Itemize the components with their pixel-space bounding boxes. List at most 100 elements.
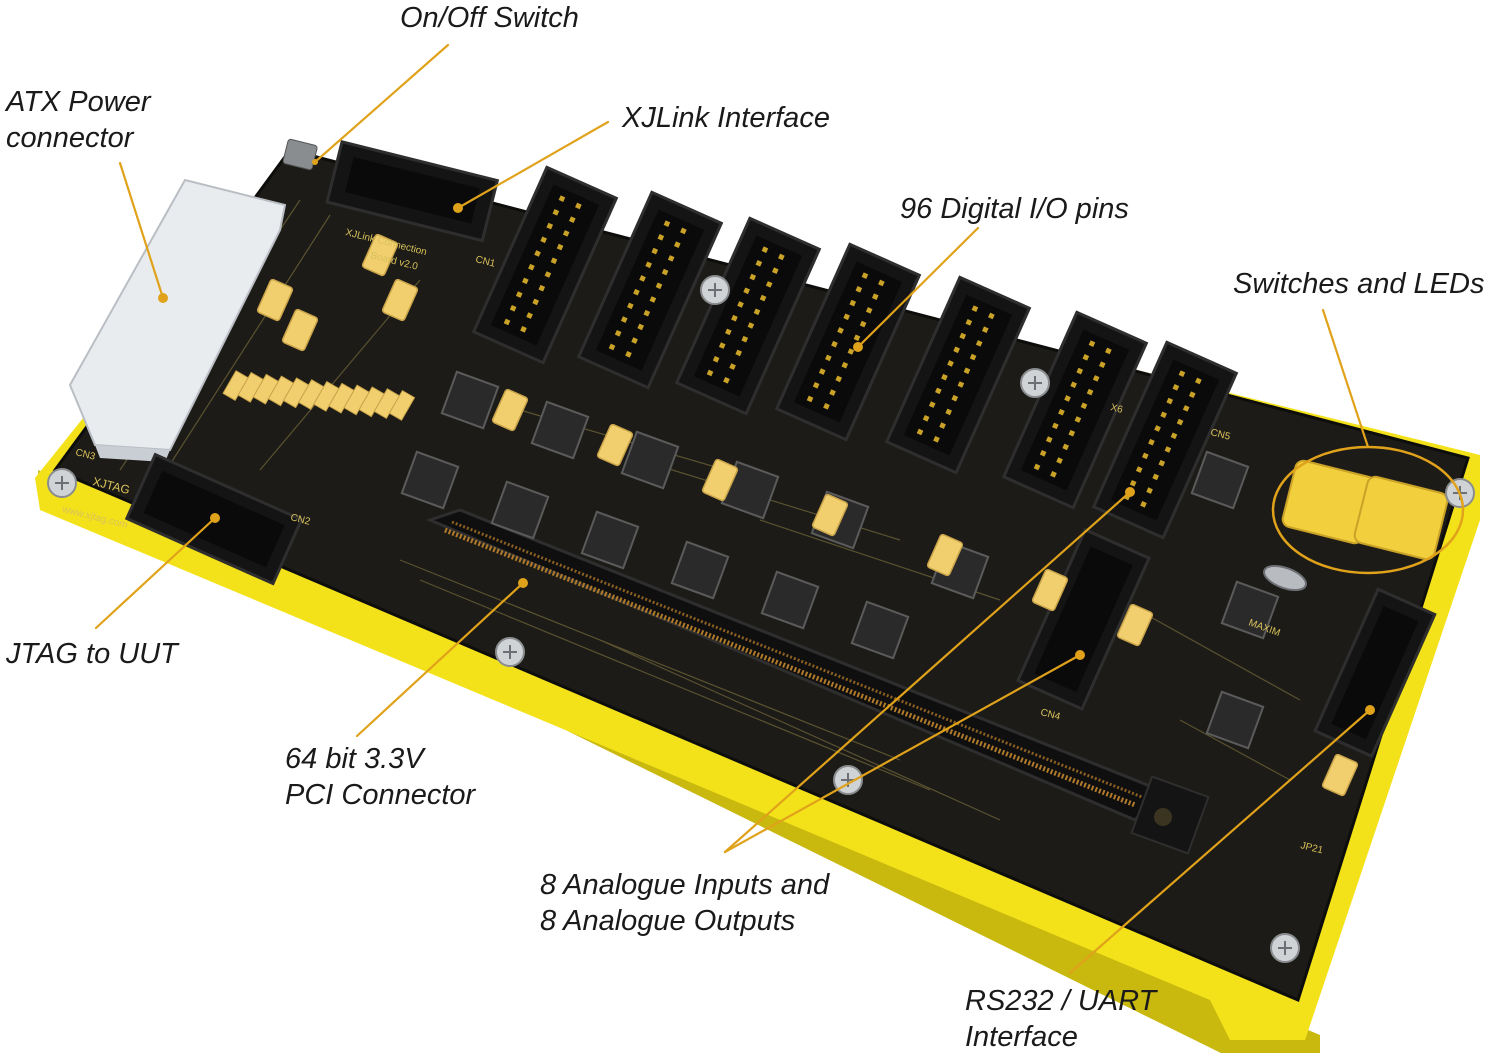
ic-chip [670,540,730,600]
silk-cn5: CN5 [1209,427,1231,443]
header-pin [538,284,546,292]
header-pin [532,298,539,306]
header-pin [747,322,755,329]
screw-slot [708,283,722,297]
header-pin [718,342,726,349]
header-pin [1082,354,1090,361]
leader-digital-io [856,226,980,349]
header-pin [988,312,995,320]
header-pin [663,220,671,227]
header-pin [1152,473,1159,481]
screw-slot [55,476,69,490]
header-pin [680,227,687,235]
header-pin [823,403,830,410]
header-pin [843,313,850,321]
label-line: Switches and LEDs [1233,268,1485,300]
header-pin [835,375,842,383]
ic-chip [440,370,500,430]
header-pin [503,318,511,326]
header-pin [825,354,832,362]
label-atx-power: ATX Power connector [6,84,151,156]
label-analogue: 8 Analogue Inputs and 8 Analogue Outputs [540,867,829,939]
header-pin [945,408,952,416]
header-pin [627,302,634,310]
mounting-screws [47,275,1475,963]
header-pin [743,287,750,295]
leader-xjlink [456,120,610,210]
header-pin [575,202,582,210]
header-pin [651,247,659,255]
leader-analogue-a [723,653,1082,854]
screw-slot [1278,941,1292,955]
silk-cn4: CN4 [1039,707,1061,723]
header-pin [971,305,979,312]
header-pin [1142,452,1149,460]
header-pin [735,349,742,357]
leader-switches [1321,308,1370,449]
header-pin [1105,347,1112,355]
header-pin [552,209,560,216]
label-line: 96 Digital I/O pins [900,193,1129,225]
leader-pci [355,581,525,738]
ic-chip [530,400,590,460]
header-pin [761,246,769,253]
header-pin [608,343,616,351]
header-pin [1088,340,1096,347]
header-pin [633,288,640,296]
header-pin [1166,397,1174,405]
label-xjlink: XJLink Interface [622,100,830,136]
ic-chip [490,480,550,540]
screw-slot [503,645,517,659]
tantalum-cap [1031,568,1069,612]
silk-cn2: CN2 [289,512,311,528]
tantalum-cap [281,308,319,352]
box-header [884,275,1032,475]
silk-x6: X6 [1109,402,1124,416]
ic-chip [620,430,680,490]
header-pin [935,387,942,395]
header-pin [853,334,861,342]
header-pin [941,373,948,381]
header-pin [731,314,738,322]
header-pin [528,263,535,271]
ic-chip [760,570,820,630]
header-pin [1086,388,1094,396]
header-pin [771,267,779,274]
header-pin [861,272,869,279]
header-pin [812,381,820,389]
leader-analogue-b [723,490,1132,854]
header-pin [639,275,646,282]
header-pin [1068,429,1076,437]
header-pin [1033,463,1041,471]
silk-cn1: CN1 [474,254,496,270]
box-header [576,190,724,390]
header-pin [706,369,714,377]
header-pin [534,250,541,257]
silk-cn3: CN3 [74,447,96,463]
header-pin [544,271,552,278]
tantalum-cap [1321,753,1359,797]
header-pin [1182,405,1190,412]
header-pin [1148,438,1155,446]
header-pin [1195,377,1202,385]
header-well [903,294,1013,456]
screw-slot [1028,376,1042,390]
header-pin [509,304,517,312]
header-pin [1178,370,1186,377]
label-switches-leds: Switches and LEDs [1233,266,1484,302]
header-pin [806,395,814,403]
header-pin [737,301,744,308]
header-pin [1098,361,1106,368]
header-pin [729,363,736,370]
header-pin [568,216,576,223]
jumper-cap [388,389,416,421]
header-pin [1176,418,1184,426]
header-pin [878,279,885,287]
header-pin [837,327,844,334]
tantalum-cap [701,458,739,502]
label-line: Interface [965,1021,1078,1053]
tantalum-cap [381,278,419,322]
header-pin [540,236,547,244]
ic-chip [580,510,640,570]
header-pin [637,323,644,331]
